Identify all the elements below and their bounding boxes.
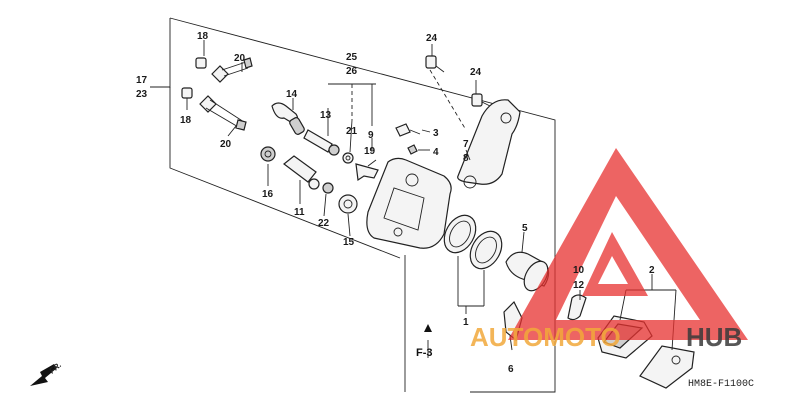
callout-3: 3 bbox=[433, 128, 439, 139]
callout-19: 19 bbox=[364, 146, 376, 157]
watermark bbox=[508, 148, 748, 340]
callout-4: 4 bbox=[433, 147, 439, 158]
piston-seal-set bbox=[443, 214, 503, 270]
bolt-24-lower bbox=[471, 93, 491, 107]
watermark-brand-left: AUTOMOTO bbox=[470, 322, 621, 352]
callout-9: 9 bbox=[368, 130, 374, 141]
callout-13: 13 bbox=[320, 110, 332, 121]
bolt-20-upper bbox=[195, 57, 253, 83]
callout-20: 20 bbox=[220, 139, 232, 150]
washer-22 bbox=[322, 182, 334, 194]
slide-pin-14 bbox=[271, 102, 305, 135]
pad-clip bbox=[567, 294, 587, 321]
section-ref-label: F-3 bbox=[416, 347, 433, 359]
boot-16 bbox=[260, 146, 276, 162]
diagram-code: HM8E-F1100C bbox=[688, 379, 754, 390]
callout-1: 1 bbox=[463, 317, 469, 328]
callout-20: 20 bbox=[234, 53, 246, 64]
callout-10: 10 bbox=[573, 265, 585, 276]
callout-6: 6 bbox=[508, 364, 514, 375]
callout-23: 23 bbox=[136, 89, 148, 100]
slide-pin-13 bbox=[303, 129, 340, 156]
callout-26: 26 bbox=[346, 66, 358, 77]
callout-18: 18 bbox=[197, 31, 209, 42]
section-reference: F-3 bbox=[416, 324, 433, 359]
callout-22: 22 bbox=[318, 218, 330, 229]
callout-7: 7 bbox=[463, 139, 469, 150]
callout-17: 17 bbox=[136, 75, 148, 86]
callout-12: 12 bbox=[573, 280, 585, 291]
callout-5: 5 bbox=[522, 223, 528, 234]
callout-24: 24 bbox=[470, 67, 482, 78]
callout-25: 25 bbox=[346, 52, 358, 63]
callout-16: 16 bbox=[262, 189, 274, 200]
bolt-24-upper bbox=[425, 55, 445, 73]
callout-15: 15 bbox=[343, 237, 355, 248]
callout-11: 11 bbox=[294, 207, 305, 218]
callout-2: 2 bbox=[649, 265, 655, 276]
callout-14: 14 bbox=[286, 89, 298, 100]
watermark-triangle-icon bbox=[508, 148, 748, 340]
bleeder-valve bbox=[395, 123, 421, 155]
arrow-left-down-icon: FR. bbox=[30, 360, 63, 386]
boot-15 bbox=[338, 194, 358, 214]
caliper-bracket bbox=[457, 99, 521, 189]
callout-21: 21 bbox=[346, 126, 358, 137]
bolt-20-lower bbox=[181, 87, 247, 131]
brake-pad-outer bbox=[639, 345, 695, 389]
callout-24: 24 bbox=[426, 33, 438, 44]
washer-21 bbox=[342, 152, 354, 164]
watermark-brand-right: HUB bbox=[686, 322, 742, 352]
callout-8: 8 bbox=[463, 153, 469, 164]
caliper-body bbox=[366, 157, 452, 249]
callout-18: 18 bbox=[180, 115, 192, 126]
pin-11 bbox=[283, 155, 320, 190]
clip-19 bbox=[355, 163, 379, 182]
assembly-frame-left bbox=[169, 18, 401, 259]
